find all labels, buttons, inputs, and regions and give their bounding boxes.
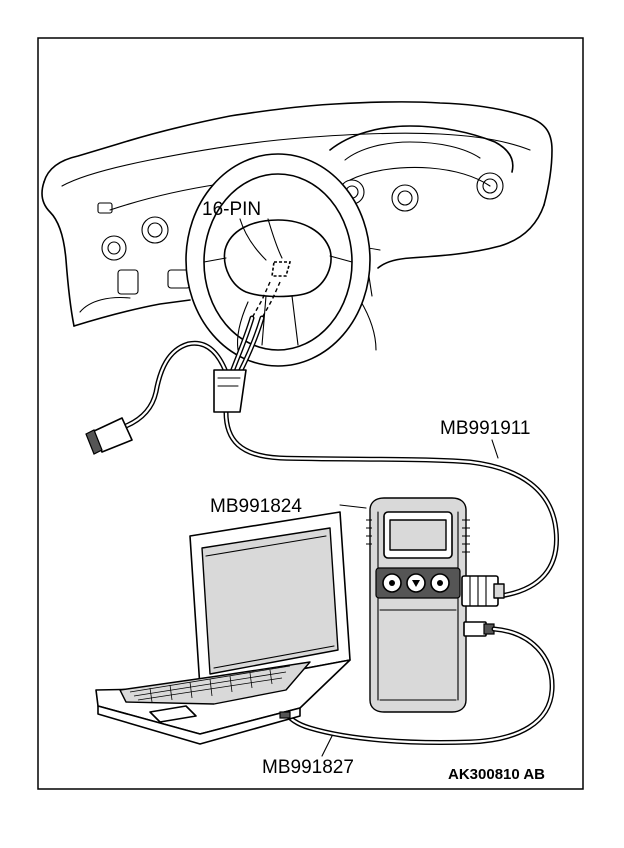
interface-unit-leader [339, 504, 367, 509]
steering-wheel [185, 153, 371, 367]
vehicle-side-plug [85, 417, 133, 455]
vehicle-cable-label: MB991911 [440, 418, 531, 439]
figure-border [37, 37, 584, 790]
figure-code: AK300810 AB [448, 766, 545, 783]
dashboard-illustration [41, 101, 553, 351]
usb-cable-label: MB991827 [262, 757, 354, 778]
interface-usb-plug [463, 621, 495, 637]
diagnostic-connector [251, 261, 292, 319]
connector-leader-line [239, 218, 267, 261]
diagnostic-connector-label: 16-PIN [202, 199, 261, 220]
interface-unit-label: MB991824 [210, 496, 302, 517]
laptop-computer [95, 511, 351, 745]
usb-cable-leader [321, 735, 333, 757]
vehicle-cable-leader [491, 439, 499, 459]
usb-cable [283, 626, 555, 745]
vehicle-cable [123, 315, 559, 599]
interface-vehicle-plug [461, 575, 505, 607]
cable-junction-block [213, 369, 247, 413]
interface-unit [366, 497, 470, 713]
connector-leader-line-2 [267, 218, 283, 259]
